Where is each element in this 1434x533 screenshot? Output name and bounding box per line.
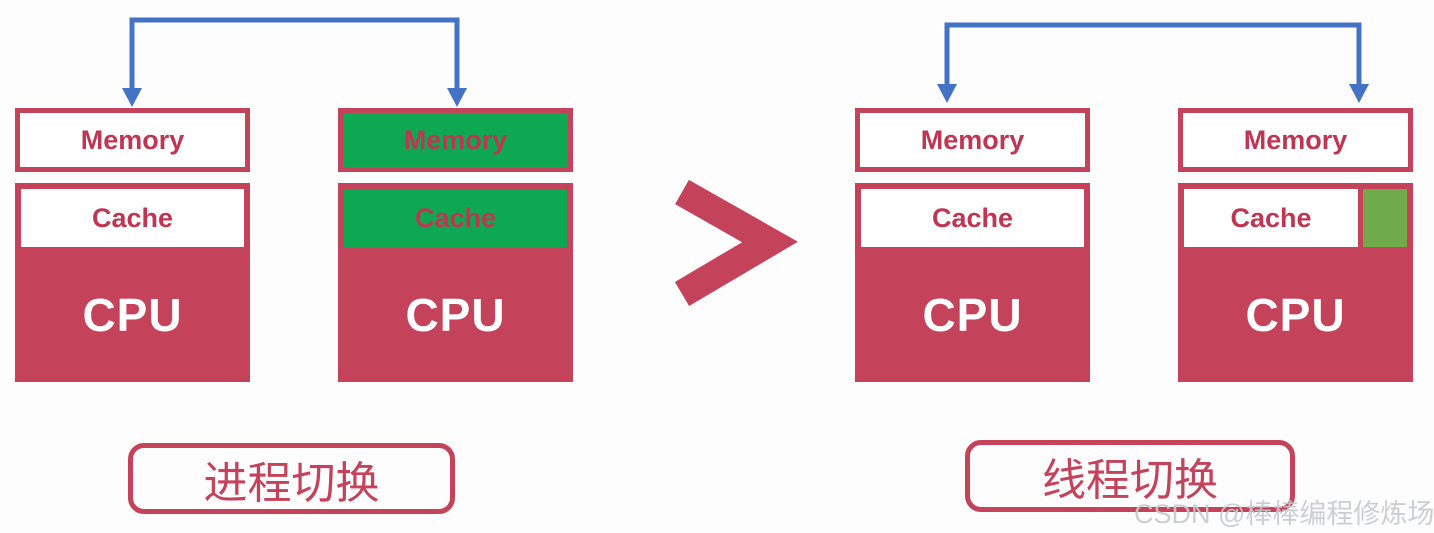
cache-row: Cache xyxy=(21,189,244,247)
cache-label: Cache xyxy=(931,202,1014,233)
cache-row: Cache xyxy=(1184,189,1407,247)
memory-box: Memory xyxy=(15,108,250,172)
cache-label: Cache xyxy=(91,202,174,233)
cpu-label: CPU xyxy=(1245,288,1346,341)
cpu-block: Cache CPU xyxy=(338,183,573,382)
greater-than-symbol xyxy=(674,179,798,307)
thread-switch-label: 线程切换 xyxy=(965,440,1295,512)
cpu-block: Cache CPU xyxy=(15,183,250,382)
cpu-label: CPU xyxy=(82,288,183,341)
cache-box: Cache xyxy=(861,189,1084,247)
memory-label: Memory xyxy=(1243,124,1348,155)
cpu-stack-2: Memory Cache CPU xyxy=(338,108,573,382)
thread-switch-arrow xyxy=(937,22,1369,103)
process-switch-arrow xyxy=(122,17,467,107)
cpu-block: Cache CPU xyxy=(1178,183,1413,382)
arrowhead-right-icon xyxy=(447,88,467,107)
arrowhead-left-icon xyxy=(122,88,142,107)
memory-label: Memory xyxy=(920,124,1025,155)
cache-box-highlighted: Cache xyxy=(344,189,567,247)
process-switch-text: 进程切换 xyxy=(203,458,380,508)
cpu-label: CPU xyxy=(405,288,506,341)
cpu-label: CPU xyxy=(922,288,1023,341)
memory-box: Memory xyxy=(855,108,1090,172)
csdn-watermark: CSDN @棒棒编程修炼场 xyxy=(1134,499,1434,529)
cache-label: Cache xyxy=(414,202,497,233)
cache-partial-highlight xyxy=(1363,189,1407,247)
thread-switch-text: 线程切换 xyxy=(1042,456,1218,505)
cache-box: Cache xyxy=(1184,189,1358,247)
arrowhead-left-icon xyxy=(937,84,957,103)
cache-label: Cache xyxy=(1230,202,1312,233)
cache-row: Cache xyxy=(861,189,1084,247)
process-switch-label: 进程切换 xyxy=(128,443,455,514)
arrowhead-right-icon xyxy=(1349,84,1369,103)
cpu-stack-1: Memory Cache CPU xyxy=(15,108,250,382)
cpu-stack-3: Memory Cache CPU xyxy=(855,108,1090,382)
memory-label: Memory xyxy=(403,124,508,155)
memory-box: Memory xyxy=(1178,108,1413,172)
cpu-stack-4: Memory Cache CPU xyxy=(1178,108,1413,382)
cpu-block: Cache CPU xyxy=(855,183,1090,382)
memory-label: Memory xyxy=(80,124,185,155)
cache-box: Cache xyxy=(21,189,244,247)
cache-row: Cache xyxy=(344,189,567,247)
memory-box-highlighted: Memory xyxy=(338,108,573,172)
